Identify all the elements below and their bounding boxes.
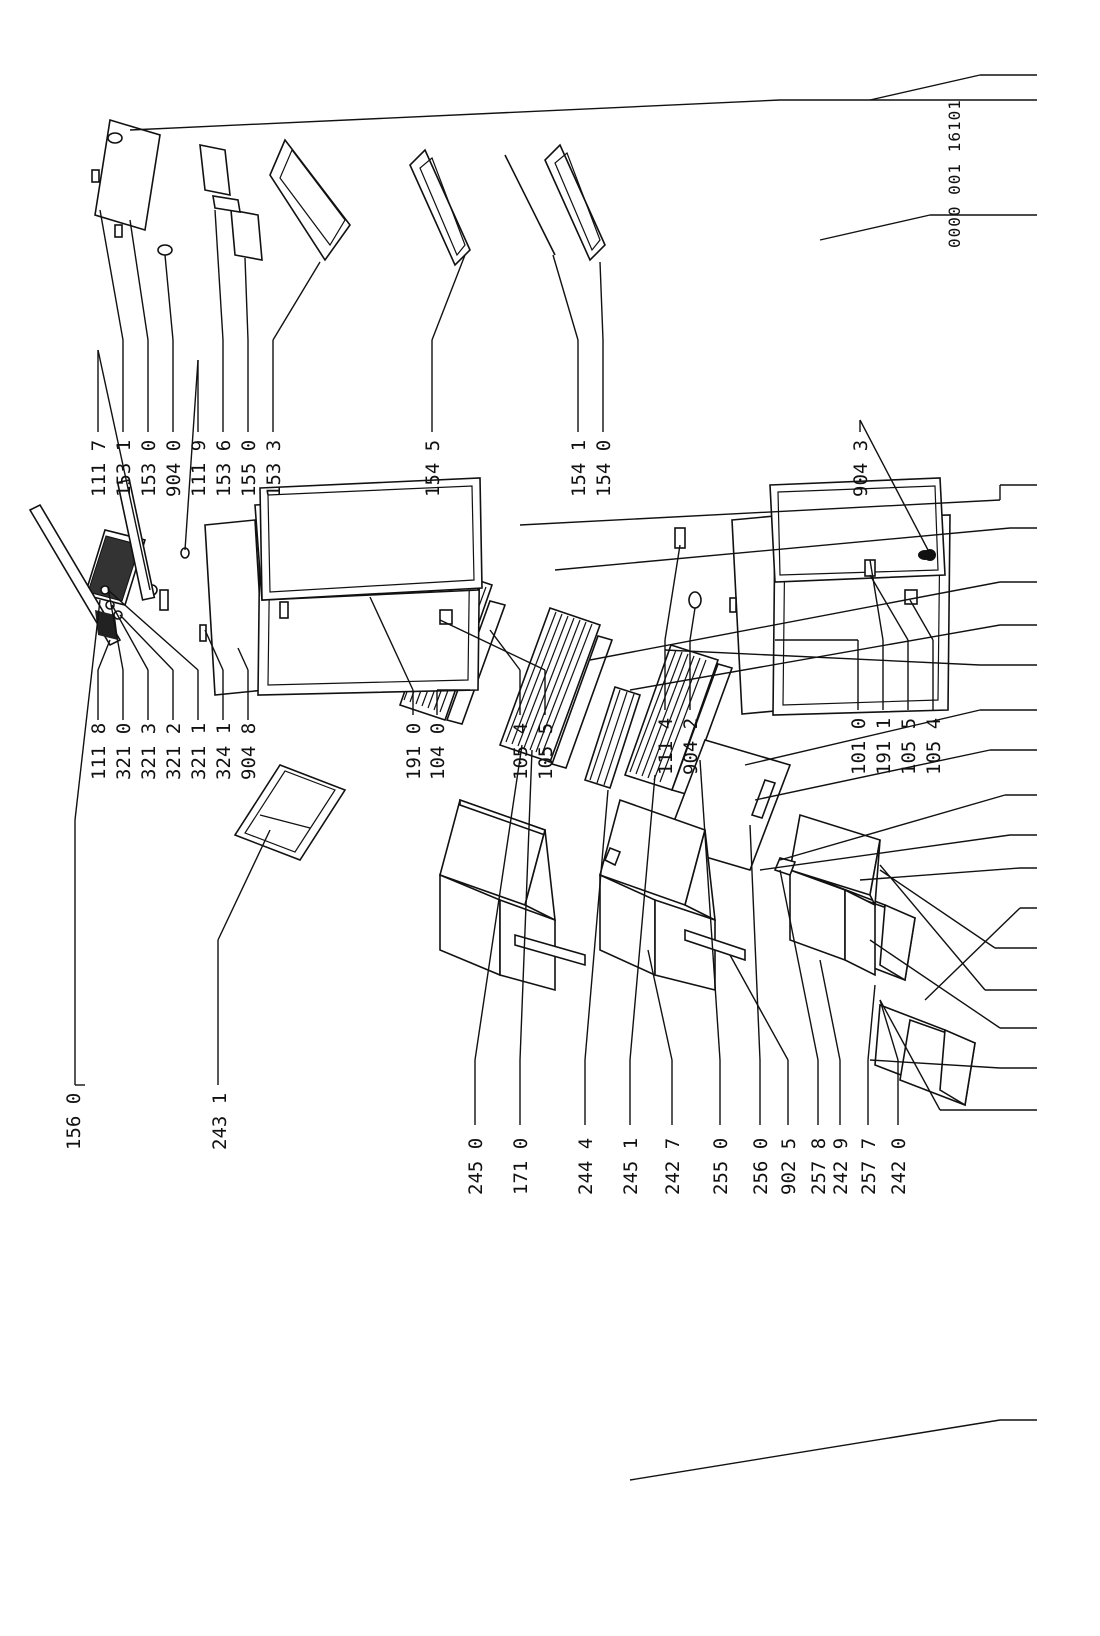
- wire-shelf-second: [498, 606, 614, 769]
- label-154-5: 154 5: [422, 440, 444, 497]
- label-255-0: 255 0: [710, 1138, 732, 1195]
- fridge-door-upper: [204, 477, 483, 696]
- label-242-9: 242 9: [830, 1138, 852, 1195]
- door-balcony-bottle: [269, 138, 351, 262]
- freezer-drawer-middle: [599, 798, 746, 992]
- label-242-7: 242 7: [662, 1138, 684, 1195]
- label-904-8: 904 8: [238, 723, 260, 780]
- label-111-4: 111 4: [655, 718, 677, 775]
- ice-cube-tray: [83, 529, 147, 606]
- label-111-8: 111 8: [88, 723, 110, 780]
- label-191-1: 191 1: [873, 718, 895, 775]
- label-321-2: 321 2: [163, 723, 185, 780]
- drawer-cover: [233, 764, 347, 861]
- label-904-0: 904 0: [163, 440, 185, 497]
- label-153-1: 153 1: [113, 440, 135, 497]
- label-154-1: 154 1: [568, 440, 590, 497]
- label-153-3: 153 3: [263, 440, 285, 497]
- label-153-0: 153 0: [138, 440, 160, 497]
- crisper-bin-right: [874, 1003, 976, 1107]
- label-904-2: 904 2: [680, 718, 702, 775]
- wire-shelf-small: [583, 685, 642, 790]
- label-321-1: 321 1: [188, 723, 210, 780]
- leader-lines: [129, 74, 1037, 1481]
- label-101-0: 101 0: [848, 718, 870, 775]
- label-242-0: 242 0: [888, 1138, 910, 1195]
- label-153-6: 153 6: [213, 440, 235, 497]
- label-111-9: 111 9: [188, 440, 210, 497]
- egg-trays: [199, 144, 263, 261]
- label-171-0: 171 0: [510, 1138, 532, 1195]
- label-191-0: 191 0: [403, 723, 425, 780]
- top-trim-strip: [28, 503, 122, 647]
- label-154-0: 154 0: [593, 440, 615, 497]
- label-245-0: 245 0: [465, 1138, 487, 1195]
- label-156-0: 156 0: [63, 1093, 85, 1150]
- label-105-5-lower: 105 5: [898, 718, 920, 775]
- drawing-code: 0000 001 16101: [945, 99, 964, 248]
- leaders-upright: [74, 209, 934, 1125]
- screw-cap-icon: [924, 549, 936, 561]
- label-257-7: 257 7: [858, 1138, 880, 1195]
- label-324-1: 324 1: [213, 723, 235, 780]
- freezer-drawer-lower: [773, 813, 881, 977]
- label-244-4: 244 4: [575, 1138, 597, 1195]
- label-256-0: 256 0: [750, 1138, 772, 1195]
- freezer-drawer-upper: [439, 798, 586, 992]
- part-labels: 156 0 243 1 245 0 171 0 244 4 245 1 242 …: [63, 99, 964, 1195]
- label-155-0: 155 0: [238, 440, 260, 497]
- label-245-1: 245 1: [620, 1138, 642, 1195]
- label-105-4-upper: 105 4: [510, 723, 532, 780]
- label-104-0: 104 0: [427, 723, 449, 780]
- label-321-0: 321 0: [113, 723, 135, 780]
- door-balcony-strip: [504, 154, 556, 256]
- label-105-4-lower: 105 4: [923, 718, 945, 775]
- label-105-5-upper: 105 5: [535, 723, 557, 780]
- label-111-7: 111 7: [88, 440, 110, 497]
- label-321-3: 321 3: [138, 723, 160, 780]
- door-balcony-lower: [544, 143, 606, 262]
- label-902-5: 902 5: [778, 1138, 800, 1195]
- door-balcony-middle: [409, 148, 471, 267]
- wire-shelf-third: [623, 644, 734, 795]
- label-904-3: 904 3: [850, 440, 872, 497]
- label-243-1: 243 1: [209, 1093, 231, 1150]
- label-257-8: 257 8: [808, 1138, 830, 1195]
